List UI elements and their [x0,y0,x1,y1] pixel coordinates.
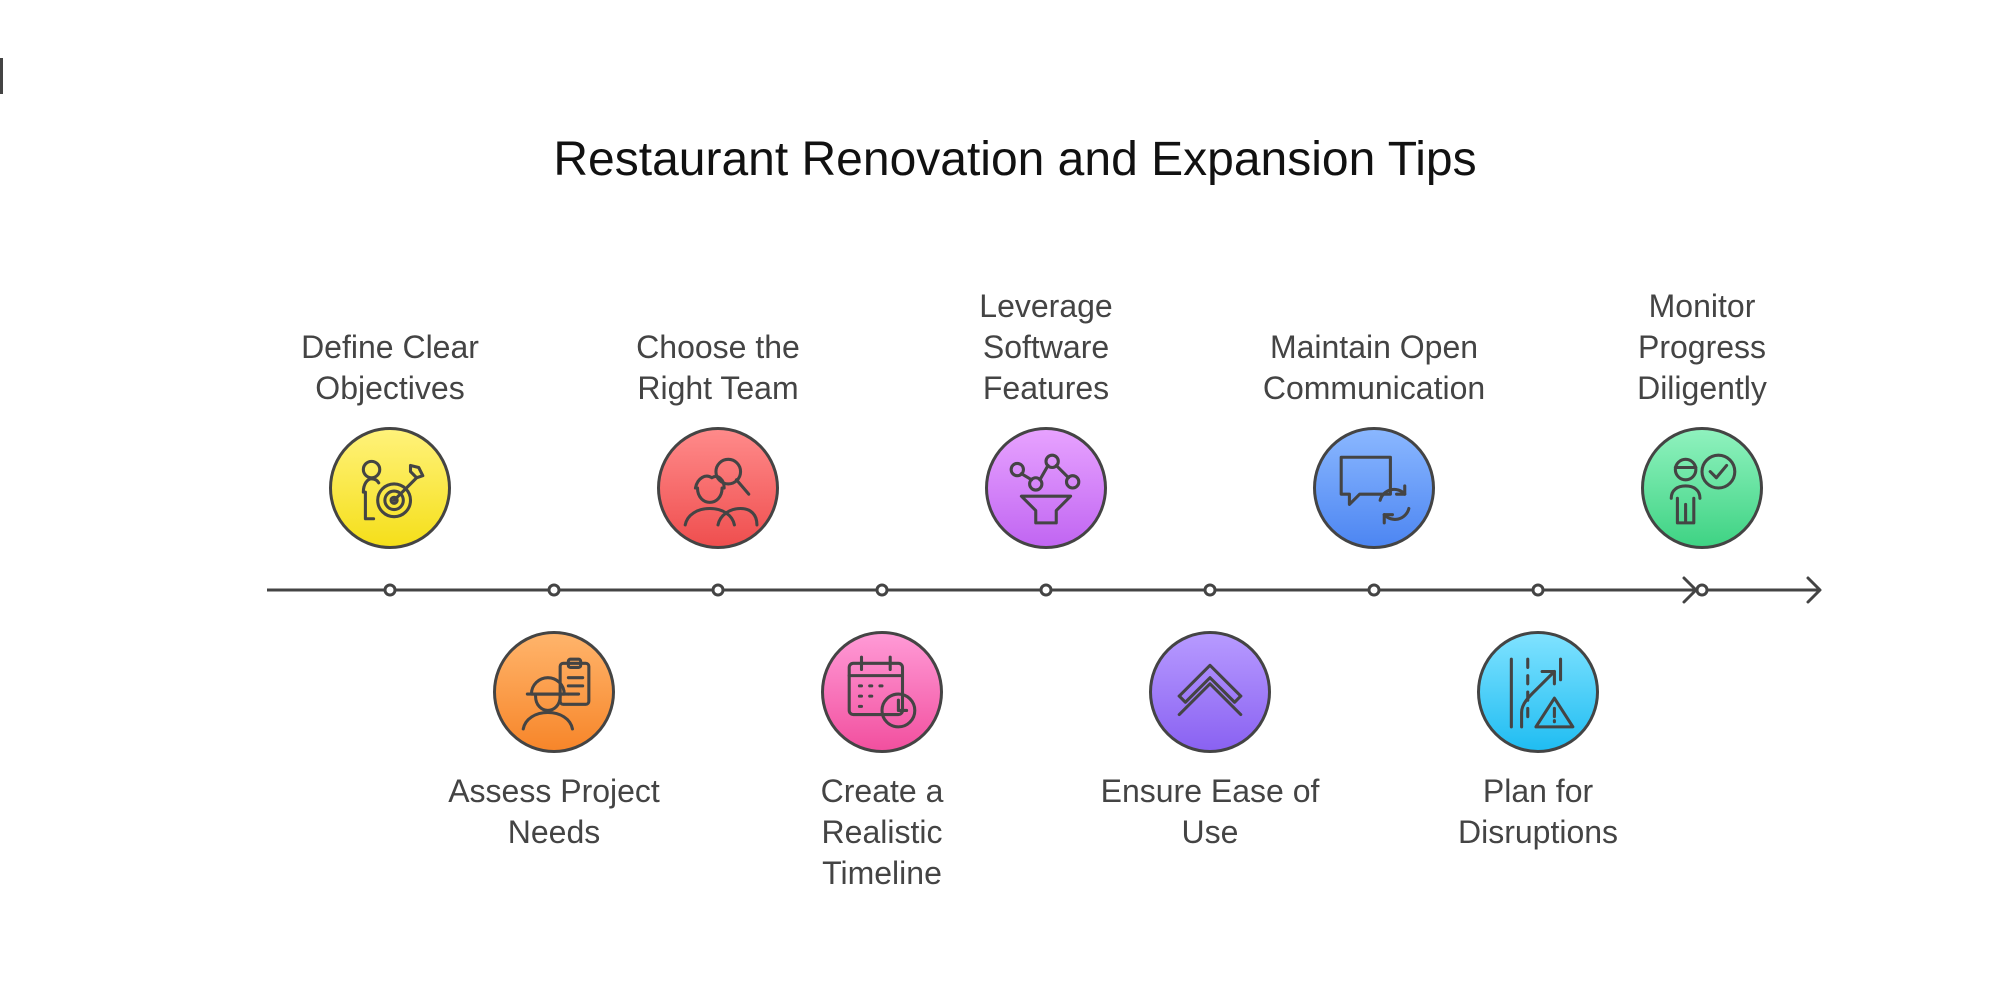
step-label-line: Diligently [1637,370,1767,406]
person-target-icon [361,459,425,521]
step-label-line: Communication [1262,370,1486,406]
calendar-clock-icon [847,655,917,729]
timeline-arrow-head [1806,576,1822,604]
step-label-line: Create a [820,773,944,809]
step-node-plan-for-disruptions [1477,631,1599,753]
nodes-funnel-icon [1009,453,1081,525]
step-label-line: Monitor [1648,288,1756,324]
road-warning-icon [1509,657,1575,729]
step-label-line: Use [1181,814,1239,850]
step-label-ensure-ease-of-use: Ensure Ease of Use [1060,771,1360,853]
page-title: Restaurant Renovation and Expansion Tips [553,133,1477,186]
step-label-line: Right Team [637,370,799,406]
step-label-line: Ensure Ease of [1100,773,1320,809]
step-label-line: Progress [1637,329,1767,365]
timeline-tick-define-clear-objectives [383,583,397,597]
chat-refresh-icon [1339,455,1411,525]
step-label-line: Leverage [979,288,1113,324]
step-node-assess-project-needs [493,631,615,753]
step-label-line: Maintain Open [1269,329,1479,365]
timeline-tick-ensure-ease-of-use [1203,583,1217,597]
edge-mark [0,58,3,94]
step-label-line: Software [982,329,1110,365]
step-label-line: Realistic [821,814,943,850]
step-label-line: Assess Project [448,773,660,809]
timeline-tick-monitor-progress-diligently [1695,583,1709,597]
double-chevron-up-icon [1177,663,1243,717]
timeline-tick-create-a-realistic-timeline [875,583,889,597]
step-label-line: Objectives [315,370,465,406]
step-label-line: Define Clear [301,329,479,365]
step-node-define-clear-objectives [329,427,451,549]
timeline-tick-choose-the-right-team [711,583,725,597]
timeline-tick-plan-for-disruptions [1531,583,1545,597]
person-check-icon [1669,453,1737,525]
worker-clipboard-icon [521,657,591,731]
timeline-tick-leverage-software-features [1039,583,1053,597]
step-label-line: Disruptions [1457,814,1619,850]
step-label-line: Features [982,370,1110,406]
step-node-monitor-progress-diligently [1641,427,1763,549]
step-label-line: Plan for [1482,773,1594,809]
step-label-line: Choose the [636,329,800,365]
step-node-leverage-software-features [985,427,1107,549]
timeline-tick-assess-project-needs [547,583,561,597]
step-label-line: Timeline [822,855,942,891]
timeline-tick-maintain-open-communication [1367,583,1381,597]
step-label-line: Needs [507,814,601,850]
step-node-maintain-open-communication [1313,427,1435,549]
team-search-icon [683,457,759,527]
step-node-create-a-realistic-timeline [821,631,943,753]
step-node-ensure-ease-of-use [1149,631,1271,753]
step-node-choose-the-right-team [657,427,779,549]
